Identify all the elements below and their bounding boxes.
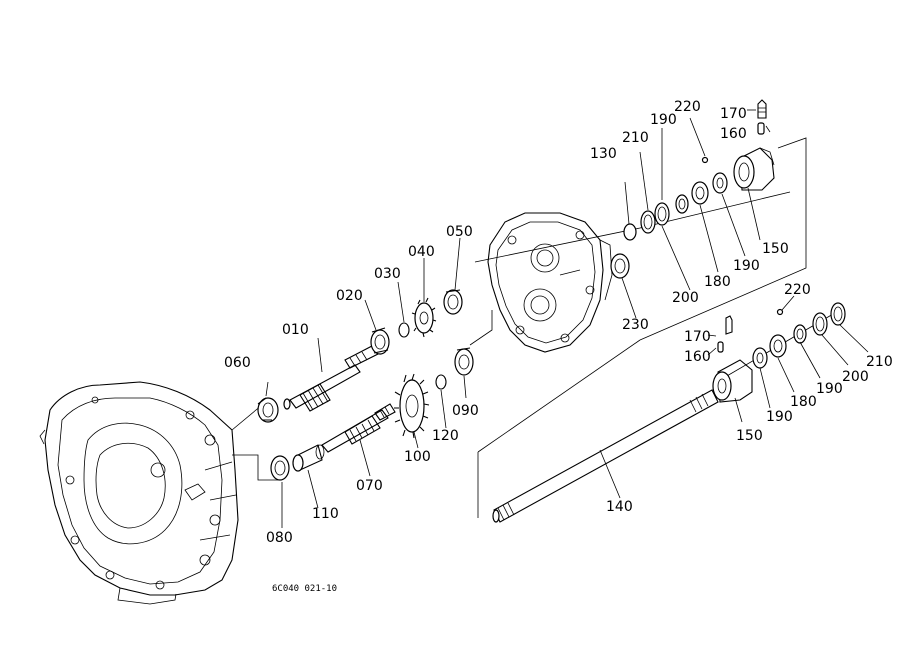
shaft-010 (283, 345, 379, 412)
washer-190-d (793, 324, 807, 344)
gear-040 (411, 297, 437, 338)
bearing-050 (443, 289, 463, 315)
label-210-a: 210 (622, 130, 649, 146)
part-labels: 060 010 020 030 040 050 080 090 100 110 … (224, 99, 893, 594)
upper-right-stack (623, 99, 775, 241)
washer-200-a (654, 202, 670, 226)
washer-130 (623, 223, 637, 241)
mid-case (487, 212, 613, 353)
label-050: 050 (446, 224, 473, 240)
label-170-b: 170 (684, 329, 711, 345)
label-120: 120 (432, 428, 459, 444)
drawing-reference: 6C040 021-10 (272, 584, 337, 594)
lower-right-stack (712, 302, 846, 403)
label-190-c: 190 (816, 381, 843, 397)
label-030: 030 (374, 266, 401, 282)
snap-ring-120 (435, 374, 447, 390)
label-150-b: 150 (736, 428, 763, 444)
leader-lines (231, 137, 841, 518)
label-090: 090 (452, 403, 479, 419)
label-150-a: 150 (762, 241, 789, 257)
gear-100 (394, 373, 430, 439)
label-010: 010 (282, 322, 309, 338)
label-170-a: 170 (720, 106, 747, 122)
bearing-180-a (691, 181, 709, 205)
label-110: 110 (312, 506, 339, 522)
shaft-070 (321, 403, 396, 453)
bell-housing (39, 381, 239, 605)
bearing-060 (257, 397, 279, 423)
label-230: 230 (622, 317, 649, 333)
bearing-020 (370, 327, 390, 355)
ring-210-b (830, 302, 846, 326)
label-leaders (265, 109, 869, 528)
ball-220-a (701, 156, 709, 164)
pin-160-a (757, 122, 765, 135)
label-190-d: 190 (766, 409, 793, 425)
washer-190-c (752, 347, 768, 369)
label-060: 060 (224, 355, 251, 371)
label-210-b: 210 (866, 354, 893, 370)
washer-190-a (675, 194, 689, 214)
sleeve-110 (292, 444, 325, 472)
ball-220-b (776, 308, 784, 316)
ring-210-a (640, 210, 656, 234)
label-220-a: 220 (674, 99, 701, 115)
label-160-b: 160 (684, 349, 711, 365)
label-080: 080 (266, 530, 293, 546)
label-220-b: 220 (784, 282, 811, 298)
label-200-b: 200 (842, 369, 869, 385)
label-190-b: 190 (733, 258, 760, 274)
pin-170-a (757, 99, 767, 119)
bearing-090 (454, 347, 474, 376)
label-160-a: 160 (720, 126, 747, 142)
pin-170-b (725, 315, 733, 335)
pin-160-b (717, 341, 724, 353)
label-020: 020 (336, 288, 363, 304)
label-200-a: 200 (672, 290, 699, 306)
label-180-a: 180 (704, 274, 731, 290)
label-130: 130 (590, 146, 617, 162)
label-140: 140 (606, 499, 633, 515)
label-180-b: 180 (790, 394, 817, 410)
snap-ring-030 (398, 322, 410, 338)
label-190-a: 190 (650, 112, 677, 128)
label-070: 070 (356, 478, 383, 494)
bearing-180-b (769, 334, 787, 358)
washer-190-b (712, 172, 728, 194)
label-040: 040 (408, 244, 435, 260)
coupler-150-b (717, 359, 753, 403)
bearing-080 (270, 455, 290, 481)
shaft-140 (492, 389, 719, 523)
label-100: 100 (404, 449, 431, 465)
seal-230 (610, 253, 630, 279)
washer-200-b (812, 312, 828, 336)
